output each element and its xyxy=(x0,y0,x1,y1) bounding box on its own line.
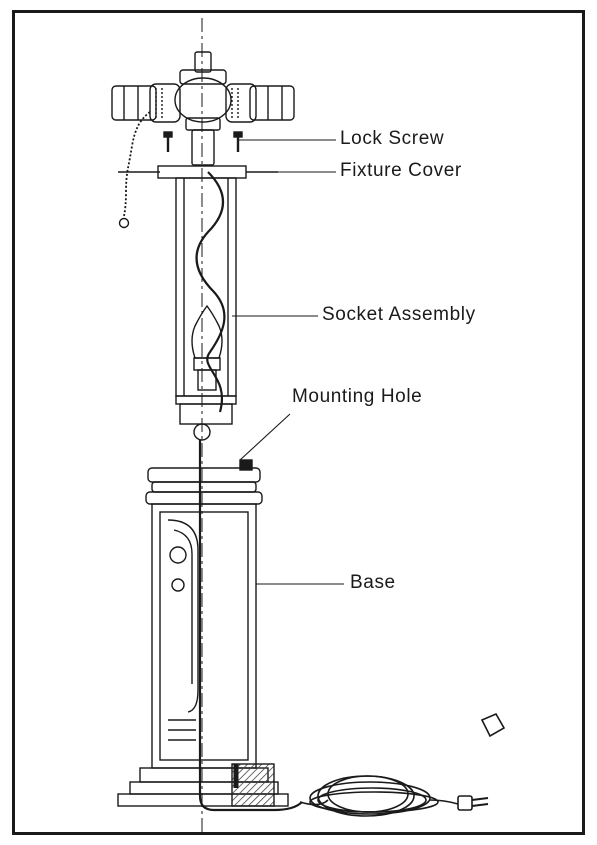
label-lock-screw: Lock Screw xyxy=(340,128,445,149)
socket-assembly xyxy=(175,171,237,441)
base xyxy=(117,440,303,812)
leader-lines xyxy=(232,139,344,585)
label-mounting-hole: Mounting Hole xyxy=(292,386,423,407)
label-socket-assembly: Socket Assembly xyxy=(322,304,476,325)
diagram-frame xyxy=(12,10,585,835)
label-fixture-cover: Fixture Cover xyxy=(340,160,462,181)
lock-screws xyxy=(163,131,243,152)
socket-cluster xyxy=(111,51,295,166)
pull-chain xyxy=(118,111,151,229)
label-base: Base xyxy=(350,572,396,593)
power-cord xyxy=(299,712,506,817)
